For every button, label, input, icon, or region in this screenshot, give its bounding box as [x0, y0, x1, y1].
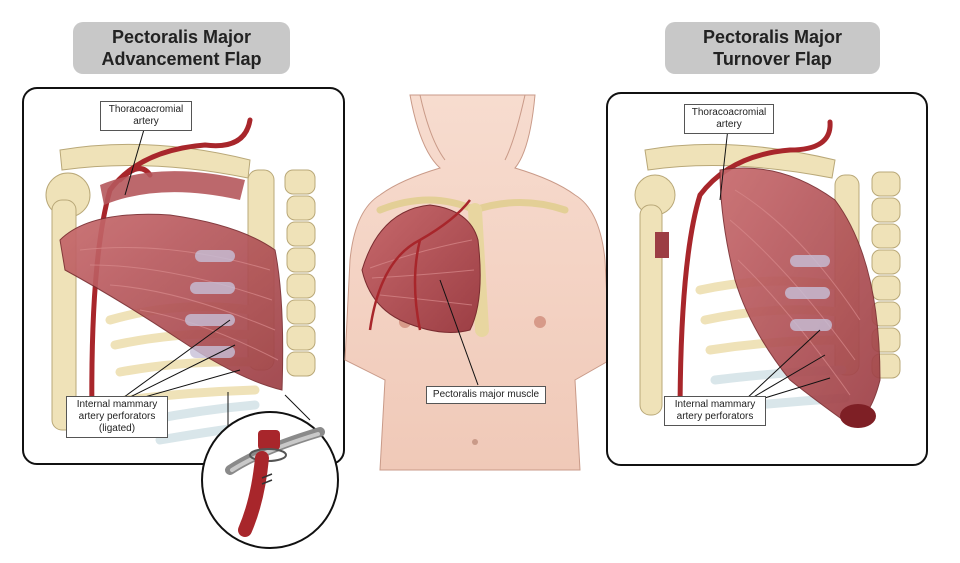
right-muscle-end — [840, 404, 876, 428]
label-muscle: Pectoralis major muscle — [432, 389, 540, 400]
label-pectoralis-major-muscle: Pectoralis major muscle — [426, 386, 546, 404]
title-left-line2: Advancement Flap — [101, 49, 262, 69]
label-thoracoacromial-left: Thoracoacromial artery — [100, 101, 192, 131]
label-thoracoacromial-right: Thoracoacromial artery — [684, 104, 774, 134]
label-left-perf-line2: artery perforators — [78, 411, 156, 422]
center-pectoralis — [361, 204, 481, 333]
right-artery — [677, 119, 833, 423]
right-anatomy — [634, 119, 901, 428]
center-torso — [344, 94, 611, 471]
title-turnover-flap: Pectoralis Major Turnover Flap — [665, 22, 880, 74]
label-left-perf-line1: Internal mammary — [76, 399, 158, 410]
left-perforators — [185, 250, 235, 358]
label-right-perf-line1: Internal mammary — [674, 399, 756, 410]
label-left-perf-line3: (ligated) — [98, 423, 136, 434]
label-perforators-right: Internal mammary artery perforators — [664, 396, 766, 426]
label-right-artery-line1: Thoracoacromial — [691, 107, 767, 118]
title-right-line2: Turnover Flap — [713, 49, 832, 69]
label-right-perf-line2: artery perforators — [676, 411, 754, 422]
right-muscle-fibers — [729, 189, 861, 396]
left-muscle-fibers — [79, 247, 279, 361]
left-bones — [45, 143, 251, 431]
title-advancement-flap: Pectoralis Major Advancement Flap — [73, 22, 290, 74]
right-perforators — [785, 255, 832, 331]
label-right-artery-line2: artery — [716, 119, 742, 130]
center-leader — [439, 279, 479, 386]
label-left-artery-line2: artery — [133, 116, 159, 127]
ligation-magnifier — [201, 411, 339, 549]
label-perforators-left: Internal mammary artery perforators (lig… — [66, 396, 168, 438]
left-muscle-strip — [100, 171, 245, 205]
left-anatomy — [45, 117, 316, 445]
title-left-line1: Pectoralis Major — [111, 27, 252, 47]
title-right-line1: Pectoralis Major — [702, 27, 843, 47]
label-left-artery-line1: Thoracoacromial — [108, 104, 184, 115]
right-stump — [655, 232, 669, 258]
